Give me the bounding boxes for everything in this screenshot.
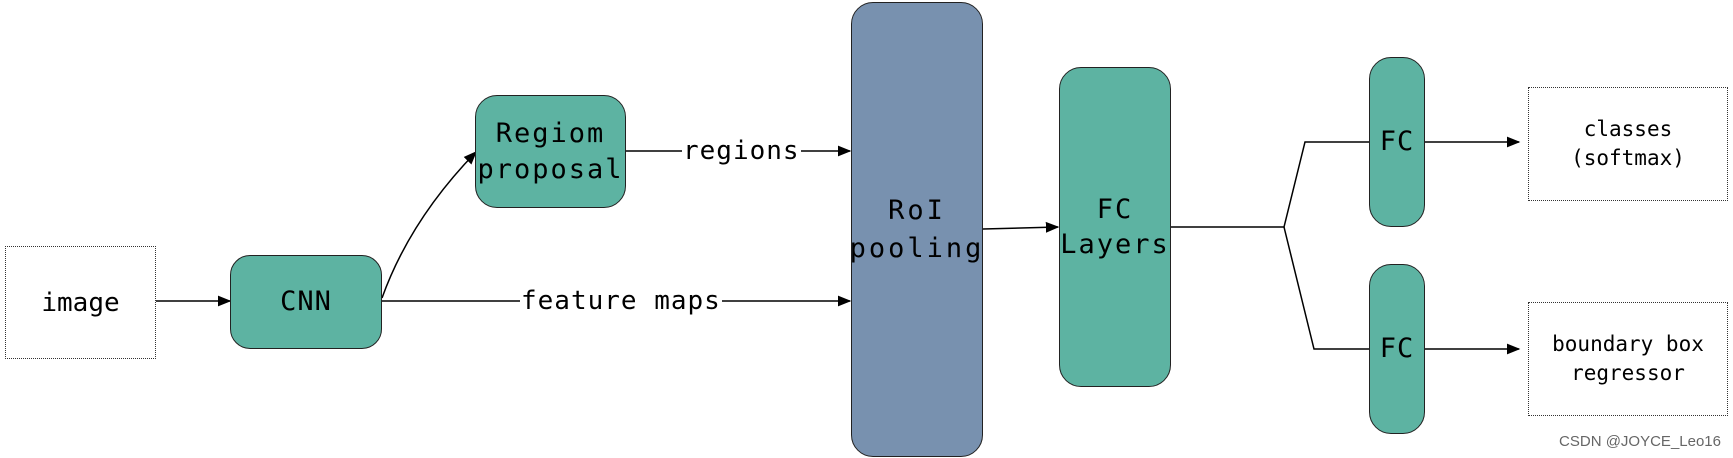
region-proposal-node: Regiom proposal bbox=[475, 95, 626, 208]
watermark: CSDN @JOYCE_Leo16 bbox=[1559, 433, 1721, 450]
fc-bottom-node: FC bbox=[1369, 264, 1425, 434]
fc-layers-node: FC Layers bbox=[1059, 67, 1171, 387]
branch-lines-bottom bbox=[1283, 226, 1369, 350]
roi-pooling-node: RoI pooling bbox=[850, 2, 983, 457]
cnn-node: CNN bbox=[230, 255, 382, 349]
arrow-cnn-to-proposal bbox=[381, 151, 477, 299]
classes-output-node: classes (softmax) bbox=[1528, 87, 1728, 201]
feature-maps-edge-label: feature maps bbox=[520, 286, 722, 316]
fc-top-node: FC bbox=[1369, 57, 1425, 227]
arrow-roi-to-fclayers bbox=[982, 221, 1060, 233]
branch-lines bbox=[1171, 141, 1369, 228]
bbox-regressor-output-node: boundary box regressor bbox=[1528, 302, 1728, 416]
regions-edge-label: regions bbox=[682, 136, 801, 166]
image-node: image bbox=[5, 246, 156, 359]
